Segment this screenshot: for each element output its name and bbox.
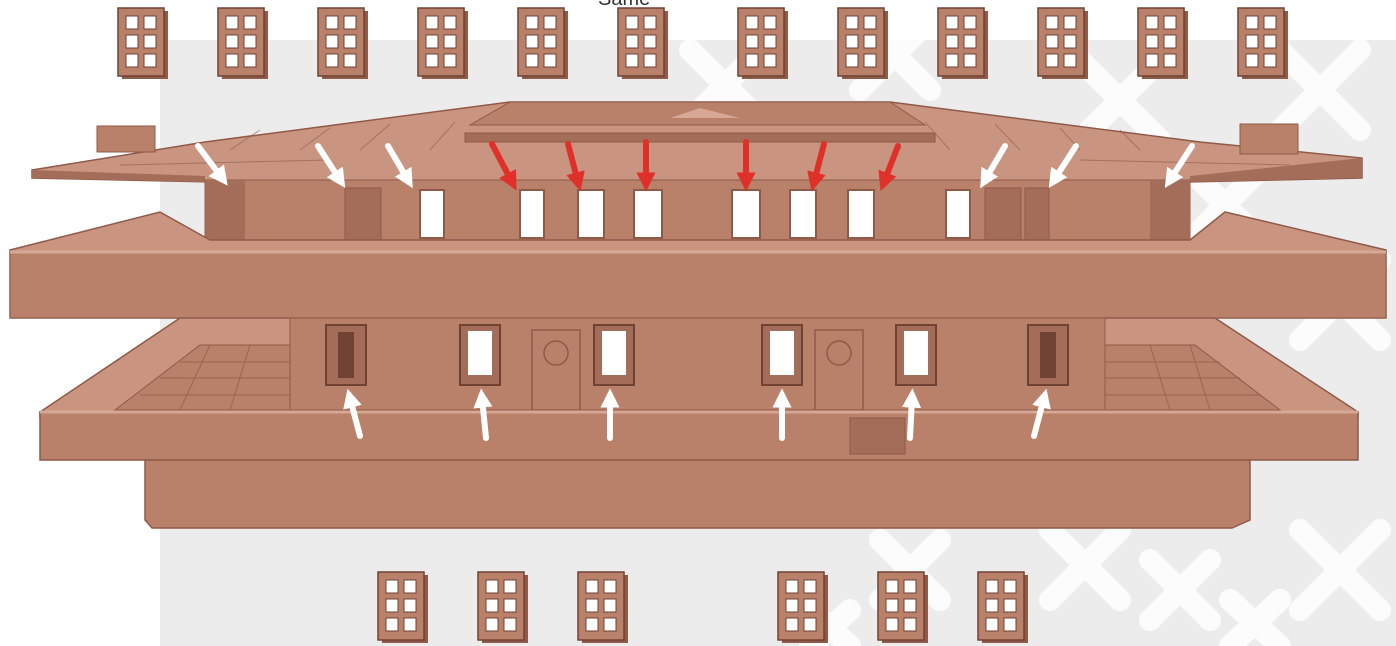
lower-deck-arrow (482, 398, 486, 438)
loose-window-frame (1038, 8, 1088, 79)
loose-window-frame (118, 8, 168, 79)
loose-window-frame (738, 8, 788, 79)
loose-window-frame (838, 8, 888, 79)
loose-window-frame (318, 8, 368, 79)
loose-window-frame (418, 8, 468, 79)
lower-deck (40, 318, 1358, 460)
loose-window-frame (478, 572, 528, 643)
base-block (145, 460, 1250, 528)
roof-section (32, 102, 1362, 190)
loose-window-frame (378, 572, 428, 643)
loose-window-frame (1238, 8, 1288, 79)
loose-window-frame (978, 572, 1028, 643)
loose-window-frame (1138, 8, 1188, 79)
loose-window-frame (618, 8, 668, 79)
loose-window-frame (518, 8, 568, 79)
loose-window-frame (778, 572, 828, 643)
lower-deck-arrow (910, 398, 912, 438)
loose-window-frame (218, 8, 268, 79)
loose-window-frame (578, 572, 628, 643)
loose-window-frame (938, 8, 988, 79)
loose-window-frame (878, 572, 928, 643)
